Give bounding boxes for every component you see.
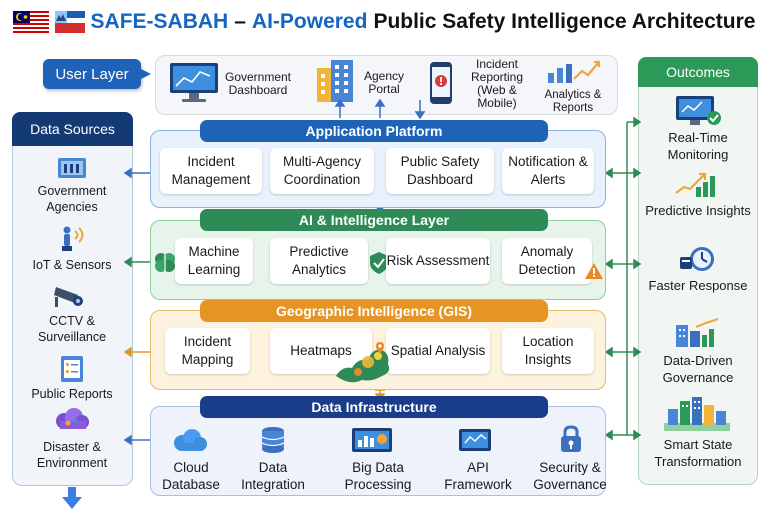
infra-cloud-database: Cloud Database [162, 460, 220, 492]
malaysia-flag-icon [12, 11, 49, 33]
app-card-notification-alerts[interactable]: Notification & Alerts [502, 148, 594, 194]
application-platform-title: Application Platform [200, 120, 548, 142]
data-infrastructure-title: Data Infrastructure [200, 396, 548, 418]
sensor-icon [58, 225, 88, 258]
user-layer-bar [155, 55, 618, 115]
dashboard-monitor-icon [168, 60, 220, 107]
security-lock-icon [557, 424, 585, 459]
title-dash: – [234, 10, 246, 33]
database-stack-icon [258, 426, 288, 461]
smart-city-icon [664, 393, 730, 436]
mobile-report-icon [428, 60, 454, 109]
big-data-icon [350, 426, 394, 461]
ai-card-anomaly-detection[interactable]: Anomaly Detection [502, 238, 592, 284]
outcome-predictive-insights: Predictive Insights [645, 203, 751, 218]
growth-chart-icon [674, 169, 720, 204]
gis-card-incident-mapping[interactable]: Incident Mapping [165, 328, 250, 374]
data-source-disaster-environment: Disaster & Environment [36, 440, 108, 470]
title-main: Public Safety Intelligence Architecture [373, 10, 756, 33]
shield-check-icon [368, 251, 390, 280]
data-source-iot-sensors: IoT & Sensors [32, 258, 112, 272]
sabah-flag-icon [54, 11, 85, 33]
data-source-government-agencies: Government Agencies [37, 184, 107, 214]
stopwatch-icon [678, 243, 718, 280]
app-card-incident-management[interactable]: Incident Management [160, 148, 262, 194]
user-item-label: Analytics & Reports [544, 89, 602, 114]
analytics-chart-icon [544, 57, 602, 88]
building-icon [313, 58, 357, 107]
data-source-cctv-surveillance: CCTV & Surveillance [37, 314, 107, 344]
app-card-multi-agency-coordination[interactable]: Multi-Agency Coordination [270, 148, 374, 194]
city-chart-icon [674, 317, 722, 354]
api-monitor-icon [457, 427, 493, 460]
infra-data-integration: Data Integration [241, 460, 305, 492]
outcomes-title: Outcomes [638, 57, 758, 87]
infra-big-data-processing: Big Data Processing [344, 460, 412, 492]
warning-icon [584, 262, 604, 285]
cloud-weather-icon [52, 406, 92, 441]
user-item-text: Incident Reporting (Web & Mobile) [458, 58, 536, 110]
gis-layer-title: Geographic Intelligence (GIS) [200, 300, 548, 322]
ai-card-predictive-analytics[interactable]: Predictive Analytics [270, 238, 368, 284]
user-item-label: Incident Reporting [470, 57, 524, 84]
outcome-faster-response: Faster Response [648, 278, 748, 293]
ai-layer-title: AI & Intelligence Layer [200, 209, 548, 231]
user-item-analytics-reports[interactable]: Analytics & Reports [543, 57, 603, 115]
outcome-real-time-monitoring: Real-Time Monitoring [667, 130, 729, 162]
user-item-government-dashboard[interactable]: Government Dashboard [168, 60, 292, 107]
down-arrow-icon [62, 487, 82, 509]
monitor-check-icon [674, 94, 722, 133]
ai-card-risk-assessment[interactable]: Risk Assessment [386, 238, 490, 284]
user-item-incident-reporting[interactable]: Incident Reporting (Web & Mobile) [428, 58, 536, 110]
gis-card-location-insights[interactable]: Location Insights [502, 328, 594, 374]
infra-security-governance: Security & Governance [533, 460, 607, 492]
gis-card-spatial-analysis[interactable]: Spatial Analysis [386, 328, 490, 374]
user-layer-arrow [141, 69, 151, 79]
sabah-map-icon [332, 336, 396, 393]
user-item-label: Government Dashboard [224, 69, 292, 97]
title-safe-sabah: SAFE-SABAH [90, 10, 229, 33]
user-layer-label: User Layer [43, 59, 141, 89]
app-card-public-safety-dashboard[interactable]: Public Safety Dashboard [386, 148, 494, 194]
user-item-sublabel: (Web & Mobile) [477, 83, 517, 110]
data-source-public-reports: Public Reports [31, 387, 113, 401]
government-building-icon [55, 155, 89, 186]
data-sources-title: Data Sources [12, 112, 133, 146]
cctv-camera-icon [52, 281, 90, 314]
cloud-database-icon [170, 428, 210, 459]
user-item-agency-portal[interactable]: Agency Portal [313, 58, 407, 107]
ai-card-machine-learning[interactable]: Machine Learning [175, 238, 253, 284]
page-title: SAFE-SABAH – AI-Powered Public Safety In… [0, 6, 768, 38]
outcome-smart-state-transformation: Smart State Transformation [654, 437, 742, 469]
outcome-data-driven-governance: Data-Driven Governance [662, 353, 734, 385]
user-item-label: Agency Portal [363, 68, 405, 96]
infra-api-framework: API Framework [444, 460, 512, 492]
report-document-icon [58, 354, 86, 389]
title-ai-powered: AI-Powered [251, 10, 368, 33]
brain-icon [152, 250, 178, 279]
